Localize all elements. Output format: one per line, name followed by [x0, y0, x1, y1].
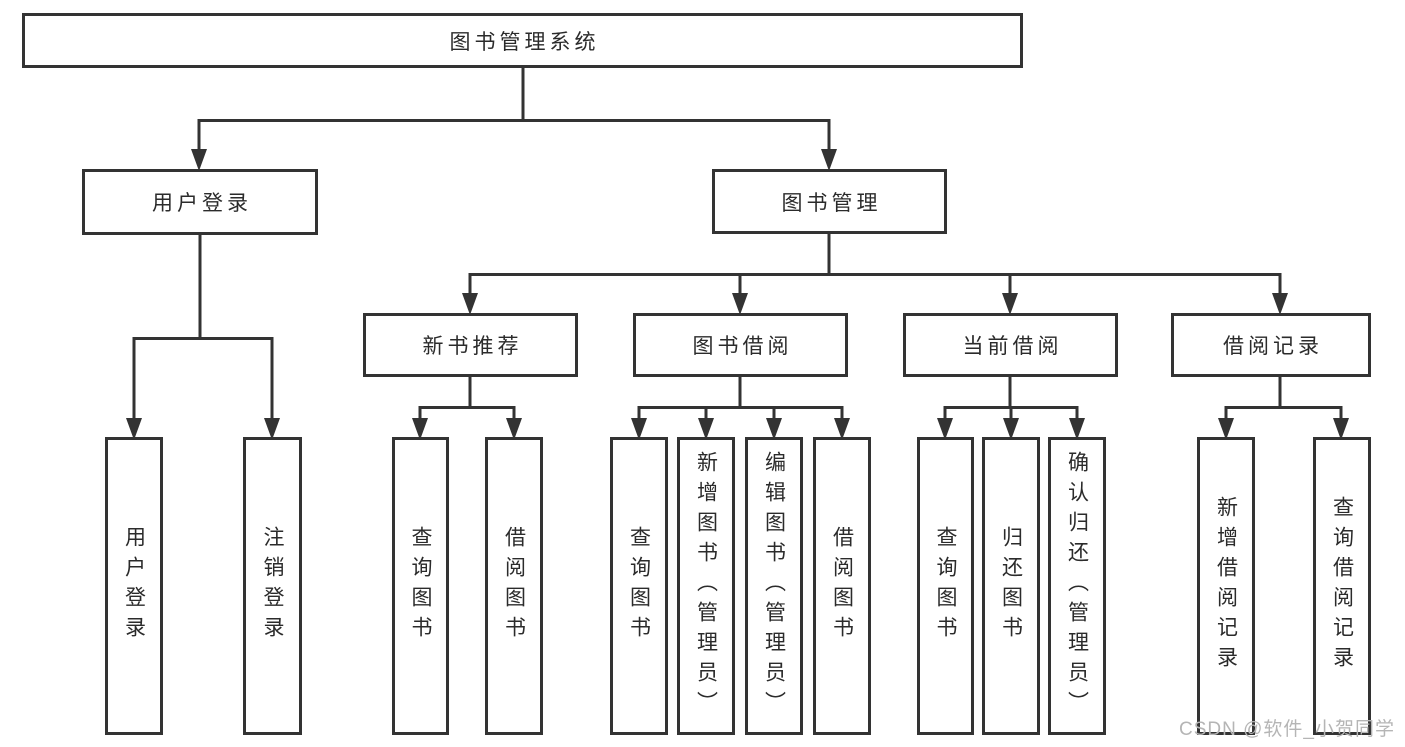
- leaf-label: 查询图书: [934, 526, 958, 646]
- node-new-book-recommend: 新书推荐: [363, 313, 578, 377]
- leaf-logout: 注销登录: [243, 437, 302, 735]
- leaf-label: 查询借阅记录: [1330, 496, 1354, 676]
- leaf-label: 查询图书: [627, 526, 651, 646]
- node-label: 当前借阅: [962, 335, 1063, 358]
- leaf-label: 新增图书（管理员）: [694, 451, 718, 721]
- node-root-system: 图书管理系统: [22, 13, 1023, 68]
- leaf-borrow-books-1: 借阅图书: [485, 437, 543, 735]
- leaf-query-books-1: 查询图书: [392, 437, 449, 735]
- leaf-add-book-admin: 新增图书（管理员）: [677, 437, 735, 735]
- leaf-confirm-return-admin: 确认归还（管理员）: [1048, 437, 1106, 735]
- leaf-label: 确认归还（管理员）: [1065, 451, 1089, 721]
- leaf-label: 新增借阅记录: [1214, 496, 1238, 676]
- leaf-label: 归还图书: [999, 526, 1023, 646]
- leaf-add-borrow-record: 新增借阅记录: [1197, 437, 1255, 735]
- leaf-return-books: 归还图书: [982, 437, 1040, 735]
- leaf-label: 借阅图书: [830, 526, 854, 646]
- node-current-borrow: 当前借阅: [903, 313, 1118, 377]
- node-label: 借阅记录: [1223, 335, 1323, 358]
- node-user-login: 用户登录: [82, 169, 318, 235]
- leaf-label: 查询图书: [409, 526, 433, 646]
- node-label: 图书管理系统: [449, 30, 600, 54]
- leaf-label: 用户登录: [122, 526, 146, 646]
- leaf-borrow-books-2: 借阅图书: [813, 437, 871, 735]
- leaf-query-books-3: 查询图书: [917, 437, 974, 735]
- csdn-watermark: CSDN @软件_小贺同学: [1179, 719, 1395, 740]
- leaf-label: 编辑图书（管理员）: [762, 451, 786, 721]
- node-label: 用户登录: [152, 192, 252, 215]
- node-label: 图书借阅: [692, 335, 793, 358]
- leaf-label: 借阅图书: [502, 526, 526, 646]
- leaf-label: 注销登录: [261, 526, 285, 646]
- node-label: 图书管理: [781, 191, 882, 215]
- leaf-query-borrow-record: 查询借阅记录: [1313, 437, 1371, 735]
- leaf-user-login: 用户登录: [105, 437, 163, 735]
- node-book-borrow: 图书借阅: [633, 313, 848, 377]
- node-label: 新书推荐: [422, 335, 523, 358]
- leaf-query-books-2: 查询图书: [610, 437, 668, 735]
- leaf-edit-book-admin: 编辑图书（管理员）: [745, 437, 803, 735]
- node-book-management: 图书管理: [712, 169, 947, 234]
- node-borrow-records: 借阅记录: [1171, 313, 1371, 377]
